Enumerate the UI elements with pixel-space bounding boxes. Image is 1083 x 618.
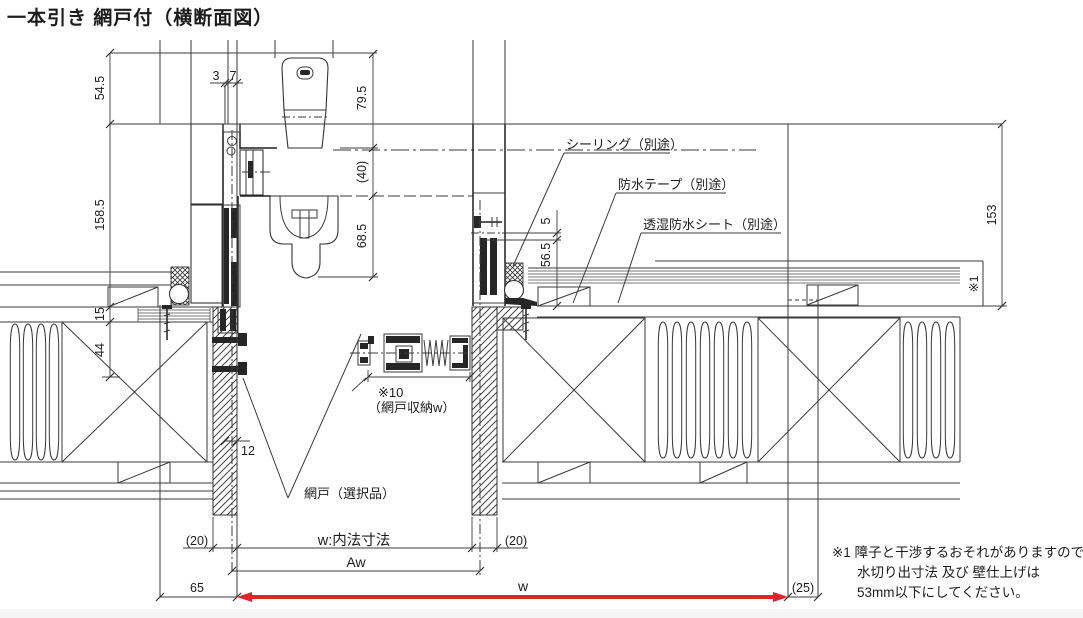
dimension-ticks: [105, 48, 1007, 602]
footnote: ※1 障子と干渉するおそれがありますので 水切り出寸法 及び 壁仕上げは 53m…: [832, 545, 1083, 600]
note-line-1: ※1 障子と干渉するおそれがありますので: [832, 545, 1083, 560]
dim-w-inner: w:内法寸法: [317, 532, 391, 549]
siding-sheet-lines: [528, 270, 960, 284]
dim-79-5: 79.5: [355, 86, 369, 110]
sliding-door-panel: [239, 147, 756, 197]
dim-65: 65: [190, 581, 204, 595]
dim-40: (40): [355, 161, 369, 183]
right-wall-section: [502, 260, 1002, 500]
reference-lines: [110, 40, 1002, 597]
dim-3: 3: [213, 69, 220, 83]
note-ref-1: ※1: [967, 275, 981, 292]
dim-68-5: 68.5: [355, 224, 369, 248]
dim-12: 12: [241, 444, 255, 458]
dim-7: 7: [230, 69, 237, 83]
label-screen-ref: ※10: [378, 385, 403, 400]
w-dimension-red-line: [237, 592, 788, 602]
inside-handle: [269, 195, 339, 279]
screen-storage-unit: [350, 333, 476, 373]
dim-25: (25): [792, 581, 814, 595]
page-title: 一本引き 網戸付（横断面図）: [7, 6, 273, 29]
label-tape: 防水テープ（別途）: [618, 177, 734, 192]
outside-handle: [281, 57, 329, 149]
note-line-3: 53mm以下にしてください。: [857, 585, 1029, 600]
label-sheet: 透湿防水シート（別途）: [643, 217, 786, 232]
label-screen-door: 網戸（選択品）: [304, 486, 395, 501]
fasteners: [162, 305, 531, 375]
left-jamb-frame: [190, 123, 241, 334]
leader-tape: 防水テープ（別途）: [572, 177, 734, 304]
leader-sheet: 透湿防水シート（別途）: [617, 217, 786, 304]
leader-screen-door: 網戸（選択品）: [242, 333, 395, 501]
dim-56-5: 56.5: [539, 243, 553, 267]
leader-sealing: シーリング（別途）: [512, 137, 683, 267]
dim-20-right: (20): [505, 534, 527, 548]
note-line-2: 水切り出寸法 及び 壁仕上げは: [857, 565, 1040, 580]
dim-54-5: 54.5: [93, 76, 107, 100]
dim-153: 153: [985, 205, 999, 226]
dim-w: w: [517, 578, 529, 594]
left-wall-section: [0, 271, 213, 500]
stud-box: [61, 321, 208, 463]
dim-15: 15: [93, 307, 107, 321]
sill-flashing-lines: [137, 308, 211, 322]
dimensions: 54.5 158.5 15 44 3 7 79.5 (40) 68.5 5 56…: [93, 52, 1007, 598]
scan-shadow: [0, 609, 1083, 618]
sealing-right: [503, 262, 537, 306]
dim-5: 5: [539, 217, 553, 224]
label-screen-name: （網戸収納w）: [368, 400, 455, 415]
dim-20-left: (20): [186, 534, 208, 548]
dim-158-5: 158.5: [93, 199, 107, 230]
dim-aw: Aw: [346, 554, 366, 570]
dim-44: 44: [93, 343, 107, 357]
screen-storage-dimension: ※10 （網戸収納w）: [351, 370, 471, 415]
spring: [423, 339, 449, 367]
flashing: [505, 298, 537, 306]
sealing-left: [168, 266, 190, 306]
label-sealing: シーリング（別途）: [566, 137, 683, 152]
